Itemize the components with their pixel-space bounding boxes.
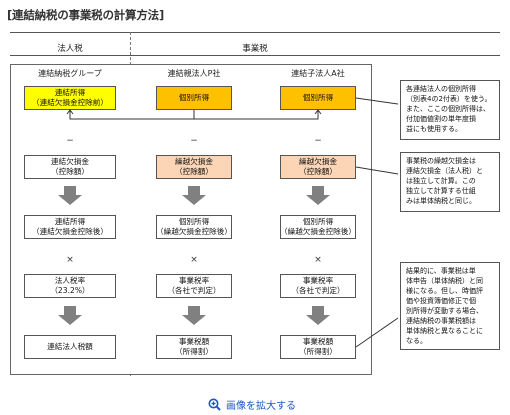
- parent-individual-income-box: 個別所得: [156, 86, 232, 110]
- box-line: 個別所得: [302, 217, 334, 226]
- box-line: 事業税額: [178, 337, 210, 346]
- box-line: 連結欠損金: [51, 157, 89, 166]
- note-line: 付加価値割の単年度損: [406, 115, 476, 123]
- note-line: 益にも使用する。: [406, 125, 462, 133]
- note-result: 結果的に、事業税は単 体申告（単体納税）と同 様になる。但し、時価評 価や投資簿…: [400, 262, 500, 350]
- note-line: 連結納税の事業税額は: [406, 317, 476, 325]
- child-enterprise-tax-rate-box: 事業税率 （各社で判定）: [280, 274, 356, 298]
- box-line: 事業税率: [302, 276, 334, 285]
- header-top-rule: [10, 32, 500, 33]
- enlarge-image-label: 画像を拡大する: [226, 401, 296, 412]
- link-arrowhead-right: [314, 109, 322, 115]
- note-line: 連結欠損金（法人税）と: [406, 167, 483, 175]
- note-line: 価や投資簿価修正で個: [406, 297, 476, 305]
- times-operator-child: ×: [314, 255, 322, 265]
- page-title: [連結納税の事業税の計算方法]: [7, 8, 165, 22]
- parent-enterprise-tax-amount-box: 事業税額 （所得割）: [156, 335, 232, 359]
- box-line: 事業税額: [302, 337, 334, 346]
- box-line: （23.2%）: [50, 286, 90, 295]
- box-line: （控除額）: [299, 167, 337, 176]
- group-corporate-tax-amount-box: 連結法人税額: [24, 335, 116, 359]
- parent-income-after-loss-box: 個別所得 （繰越欠損金控除後）: [156, 215, 232, 239]
- note-line: 別所得が変動する場合、: [406, 307, 483, 315]
- down-arrow-group-2: [58, 306, 82, 325]
- box-line: （連結欠損金控除前）: [32, 98, 108, 107]
- note-line: みは単体納税と同じ。: [406, 197, 476, 205]
- entity-header-child: 連結子法人A社: [291, 69, 345, 78]
- box-line: （各社で判定）: [291, 286, 345, 295]
- child-enterprise-tax-amount-box: 事業税額 （所得割）: [280, 335, 356, 359]
- group-loss-carryforward-box: 連結欠損金 （控除額）: [24, 155, 116, 179]
- zoom-in-icon: [208, 398, 221, 411]
- box-line: （控除額）: [51, 167, 89, 176]
- minus-operator-parent: −: [190, 136, 198, 146]
- box-line: 連結所得: [54, 217, 86, 226]
- times-operator-group: ×: [66, 255, 74, 265]
- box-line: 連結所得: [54, 88, 86, 97]
- callout-line-note-2: [355, 166, 399, 175]
- minus-operator-child: −: [314, 136, 322, 146]
- note-line: 様になる。但し、時価評: [406, 287, 483, 295]
- box-line: 個別所得: [302, 93, 334, 102]
- box-line: 個別所得: [178, 93, 210, 102]
- times-operator-parent: ×: [190, 255, 198, 265]
- note-line: また、ここの個別所得は、: [406, 105, 490, 113]
- box-line: （各社で判定）: [167, 286, 221, 295]
- note-line: 単体納税と異なることに: [406, 327, 483, 335]
- link-arrowhead-left: [66, 109, 74, 115]
- enlarge-image-link[interactable]: 画像を拡大する: [208, 397, 296, 412]
- group-income-after-loss-box: 連結所得 （連結欠損金控除後）: [24, 215, 116, 239]
- note-line: 独立して計算する仕組: [406, 187, 476, 195]
- note-line: 結果的に、事業税は単: [406, 267, 476, 275]
- box-line: （所得割）: [299, 347, 337, 356]
- box-line: 繰越欠損金: [299, 157, 337, 166]
- note-individual-income: 各連結法人の個別所得 （別表4の2付表）を使う。 また、ここの個別所得は、 付加…: [400, 80, 500, 140]
- entity-header-parent: 連結親法人P社: [167, 69, 221, 78]
- note-line: （別表4の2付表）を使う。: [406, 95, 492, 103]
- box-line: 個別所得: [178, 217, 210, 226]
- box-line: （繰越欠損金控除後）: [156, 227, 232, 236]
- box-line: （所得割）: [175, 347, 213, 356]
- down-arrows: [58, 186, 330, 325]
- child-income-after-loss-box: 個別所得 （繰越欠損金控除後）: [280, 215, 356, 239]
- header-bottom-rule: [10, 55, 500, 56]
- box-line: （控除額）: [175, 167, 213, 176]
- entity-header-group: 連結納税グループ: [38, 69, 102, 78]
- callout-line-note-1: [355, 97, 399, 105]
- callout-line-note-3: [355, 317, 399, 348]
- box-line: 連結法人税額: [47, 342, 93, 351]
- down-arrow-parent-1: [182, 186, 206, 205]
- column-header-enterprise-tax: 事業税: [242, 44, 268, 54]
- down-arrow-child-2: [306, 306, 330, 325]
- down-arrow-child-1: [306, 186, 330, 205]
- note-loss-carryforward: 事業税の繰越欠損金は 連結欠損金（法人税）と は独立して計算。この 独立して計算…: [400, 152, 500, 212]
- note-line: 事業税の繰越欠損金は: [406, 157, 476, 165]
- note-line: なる。: [406, 337, 427, 345]
- box-line: 法人税率: [54, 276, 86, 285]
- box-line: （連結欠損金控除後）: [32, 227, 108, 236]
- box-line: 繰越欠損金: [175, 157, 213, 166]
- minus-operator-group: −: [66, 136, 74, 146]
- note-line: は独立して計算。この: [406, 177, 476, 185]
- parent-enterprise-tax-rate-box: 事業税率 （各社で判定）: [156, 274, 232, 298]
- down-arrow-parent-2: [182, 306, 206, 325]
- box-line: （繰越欠損金控除後）: [280, 227, 356, 236]
- box-line: 事業税率: [178, 276, 210, 285]
- note-line: 各連結法人の個別所得: [406, 85, 476, 93]
- parent-loss-carryforward-box: 繰越欠損金 （控除額）: [156, 155, 232, 179]
- child-individual-income-box: 個別所得: [280, 86, 356, 110]
- down-arrow-group-1: [58, 186, 82, 205]
- child-loss-carryforward-box: 繰越欠損金 （控除額）: [280, 155, 356, 179]
- column-header-corporate-tax: 法人税: [57, 44, 83, 54]
- note-line: 体申告（単体納税）と同: [406, 277, 483, 285]
- group-corporate-tax-rate-box: 法人税率 （23.2%）: [24, 274, 116, 298]
